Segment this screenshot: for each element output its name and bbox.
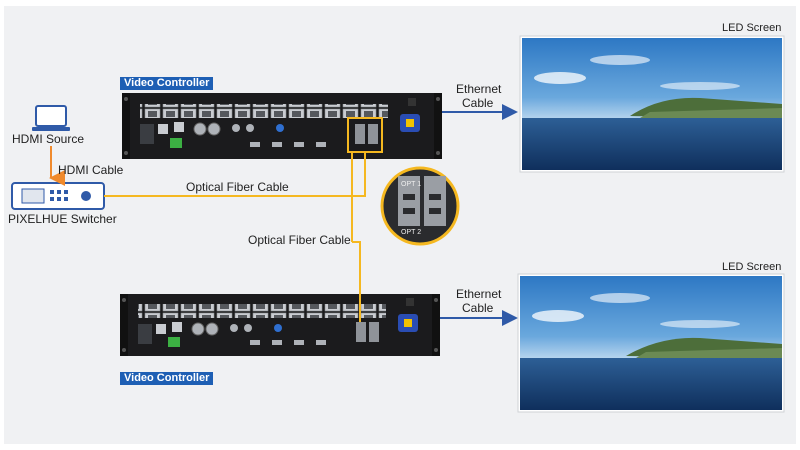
led-screen-bottom [517,273,785,413]
ethernet-bottom-label-1: Ethernet [456,287,502,301]
ethernet-top-label-2: Cable [462,96,494,110]
optical-cable-top-label: Optical Fiber Cable [186,180,289,194]
zoom-opt2-label: OPT 2 [401,229,421,236]
video-controller-top [122,93,442,159]
video-controller-bottom-label: Video Controller [120,372,214,385]
led-screen-top-label: LED Screen [722,22,782,34]
switcher-icon [11,182,105,210]
video-controller-bottom [120,294,440,356]
zoom-opt1-label: OPT 1 [401,181,421,188]
laptop-icon [32,105,70,131]
ethernet-top-label-1: Ethernet [456,82,502,96]
led-screen-top [519,35,785,173]
optical-cable-mid-line [352,241,361,322]
opt-port-zoom: OPT 1 OPT 2 [380,166,460,246]
video-controller-top-label: Video Controller [120,77,214,90]
optical-cable-mid-label: Optical Fiber Cable [248,233,351,247]
led-screen-bottom-label: LED Screen [722,261,782,273]
ethernet-bottom-label-2: Cable [462,301,494,315]
hdmi-source-label: HDMI Source [12,132,85,146]
hdmi-cable-label: HDMI Cable [58,163,124,177]
optical-cable-top-line [104,152,366,197]
switcher-label: PIXELHUE Switcher [8,212,117,226]
